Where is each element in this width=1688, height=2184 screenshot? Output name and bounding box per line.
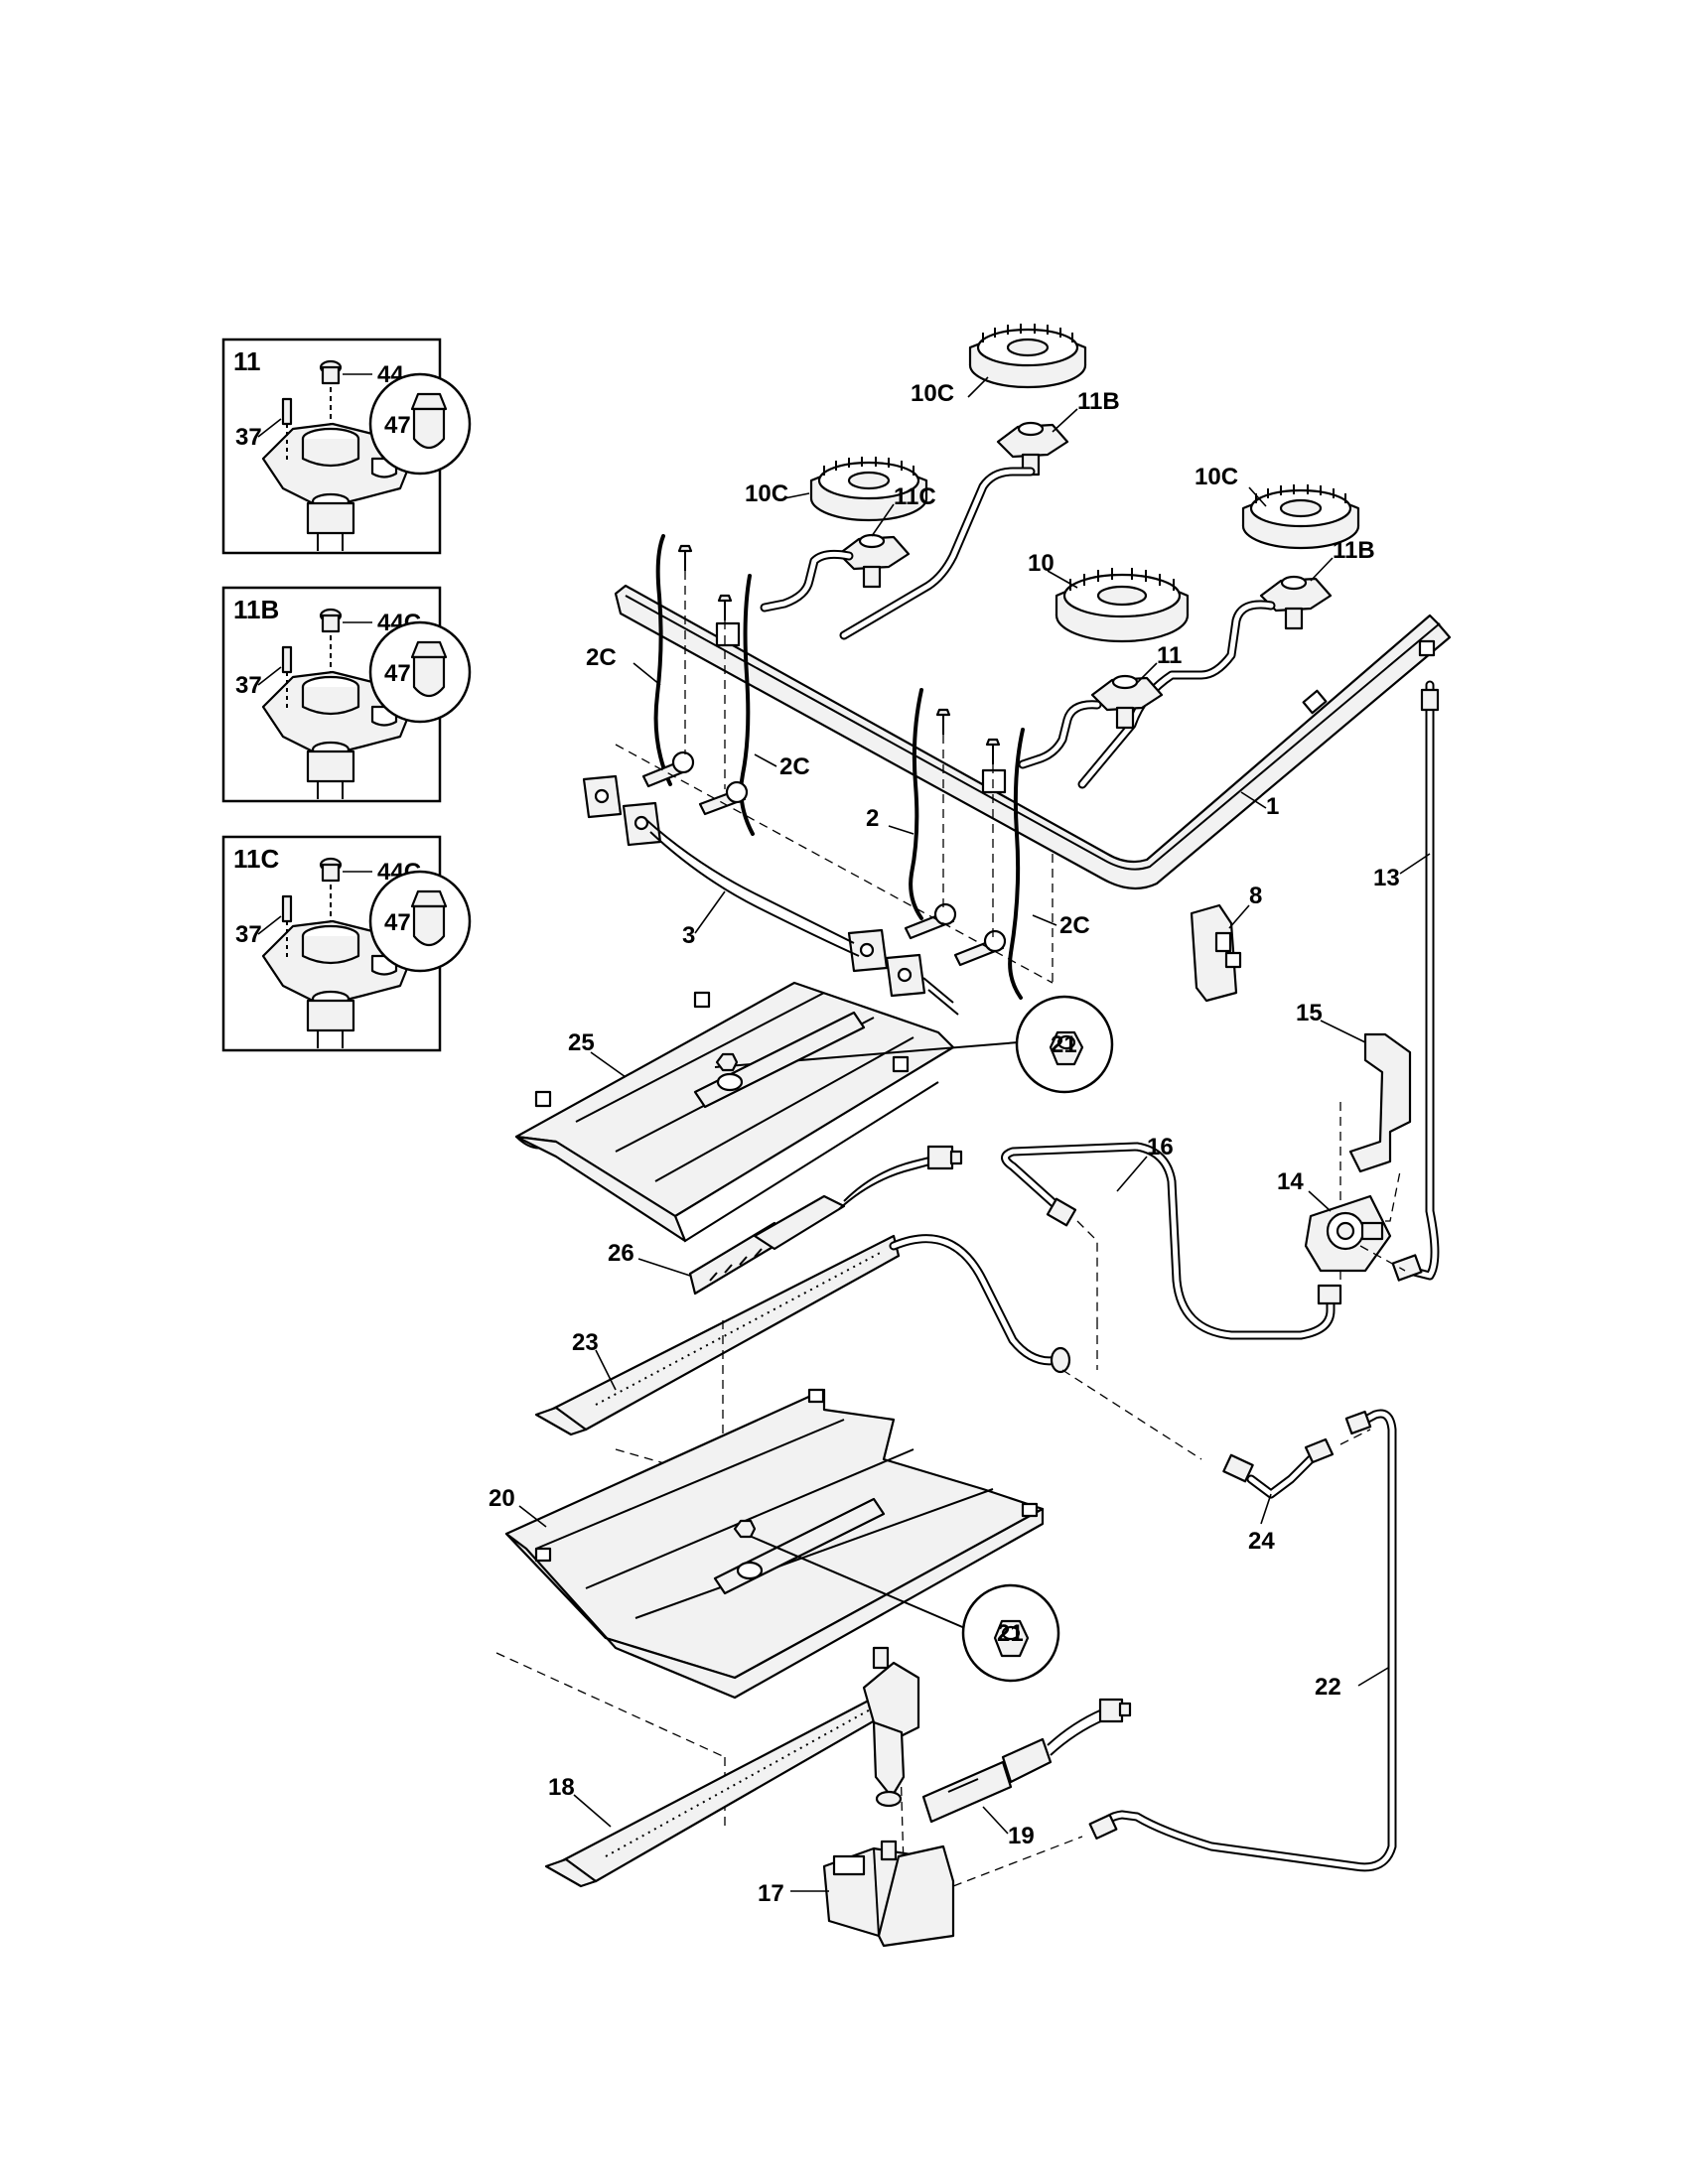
inset-11b: 11B 44C 37 47 — [221, 586, 472, 803]
callout-24: 24 — [1248, 1528, 1275, 1555]
hex-nut-icon — [993, 1619, 1030, 1658]
callout-labels: 1 2 2C 2C 2C 3 8 10 10C 10C 10C 11 11B 1… — [489, 380, 1400, 1907]
orifice-icon — [410, 889, 448, 947]
callout-2c: 2C — [586, 644, 617, 671]
callout-21: 21 — [1051, 1031, 1077, 1058]
callout-23: 23 — [572, 1329, 599, 1356]
broil-burner-tube — [693, 1011, 866, 1109]
callout-1: 1 — [1266, 793, 1279, 820]
orifice-icon — [410, 392, 448, 450]
inset-11: 11 44 37 47 — [221, 338, 472, 555]
callout-13: 13 — [1373, 865, 1400, 891]
callout-11b: 11B — [1333, 537, 1375, 564]
heat-shield-25 — [514, 981, 955, 1243]
fitting-22-a — [1344, 1410, 1372, 1435]
fitting-13 — [1391, 1254, 1423, 1282]
inset-11c: 11C 44C 37 47 — [221, 835, 472, 1052]
callout-37: 37 — [235, 921, 262, 948]
bracket-15 — [1348, 1032, 1412, 1173]
callout-22: 22 — [1315, 1674, 1341, 1701]
bake-burner-tube — [713, 1497, 886, 1595]
bracket-3 — [582, 774, 959, 1016]
callout-10c: 10C — [745, 480, 788, 507]
fitting-22-b — [1088, 1814, 1118, 1840]
callout-2c: 2C — [779, 753, 810, 780]
callout-37: 37 — [235, 424, 262, 451]
callout-37: 37 — [235, 672, 262, 699]
callout-2: 2 — [866, 805, 879, 832]
callout-20: 20 — [489, 1485, 515, 1512]
callout-11: 11 — [1157, 642, 1182, 669]
burner-head-icon — [261, 359, 414, 551]
callout-2c: 2C — [1059, 912, 1090, 939]
heat-shield-20 — [504, 1388, 1045, 1700]
burner-head-11b-top — [996, 421, 1069, 477]
burner-head-11c — [837, 533, 911, 589]
callout-10: 10 — [1028, 550, 1055, 577]
broil-burner-23 — [534, 1234, 1071, 1436]
callout-10c: 10C — [1195, 464, 1238, 490]
valve-c — [904, 902, 957, 940]
callout-18: 18 — [548, 1774, 575, 1801]
callout-19: 19 — [1008, 1823, 1035, 1849]
burner-cap-10 — [1055, 568, 1190, 643]
wire-2c-c — [1008, 728, 1025, 1000]
callout-47: 47 — [384, 660, 411, 687]
fitting-16-b — [1317, 1284, 1342, 1305]
valve-b — [698, 780, 749, 816]
pressure-regulator-14 — [1304, 1194, 1392, 1273]
callout-11c: 11C — [894, 483, 936, 510]
fitting-16-a — [1046, 1197, 1077, 1227]
burner-cap-10c-top — [968, 324, 1087, 389]
hex-nut-small — [733, 1519, 757, 1539]
burner-cap-10c-left — [809, 457, 928, 522]
callout-47: 47 — [384, 909, 411, 936]
safety-valve-17 — [822, 1840, 955, 1948]
callout-leaders — [518, 376, 1431, 1892]
igniter-26 — [688, 1145, 963, 1296]
callout-14: 14 — [1277, 1168, 1304, 1195]
callout-11b: 11B — [1077, 388, 1120, 415]
valve-d — [953, 929, 1007, 967]
inset-title: 11 — [233, 346, 261, 376]
callout-47: 47 — [384, 412, 411, 439]
spark-module-8 — [1190, 903, 1242, 1003]
burner-head-11 — [1090, 674, 1164, 730]
inset-title: 11C — [233, 844, 279, 874]
wire-2 — [909, 688, 923, 920]
burner-cap-10c-right — [1241, 484, 1360, 550]
hex-nut-small — [715, 1052, 739, 1072]
callout-3: 3 — [682, 922, 695, 949]
callout-10c: 10C — [911, 380, 954, 407]
burner-head-11b-right — [1259, 575, 1333, 630]
orifice-fitting-24 — [1222, 1437, 1335, 1499]
callout-26: 26 — [608, 1240, 634, 1267]
callout-21: 21 — [997, 1620, 1024, 1647]
callout-17: 17 — [758, 1880, 784, 1907]
bake-burner-18 — [544, 1646, 920, 1888]
igniter-19 — [921, 1698, 1132, 1824]
callout-25: 25 — [568, 1029, 595, 1056]
hex-nut-icon — [1049, 1030, 1084, 1066]
callout-8: 8 — [1249, 883, 1262, 909]
inset-title: 11B — [233, 595, 279, 624]
manifold-rail — [614, 584, 1452, 890]
wire-2c-a — [653, 534, 672, 786]
callout-16: 16 — [1147, 1134, 1174, 1160]
manifold-screws — [677, 544, 1007, 794]
valve-a — [641, 751, 695, 788]
callout-15: 15 — [1296, 1000, 1323, 1026]
orifice-icon — [410, 640, 448, 698]
